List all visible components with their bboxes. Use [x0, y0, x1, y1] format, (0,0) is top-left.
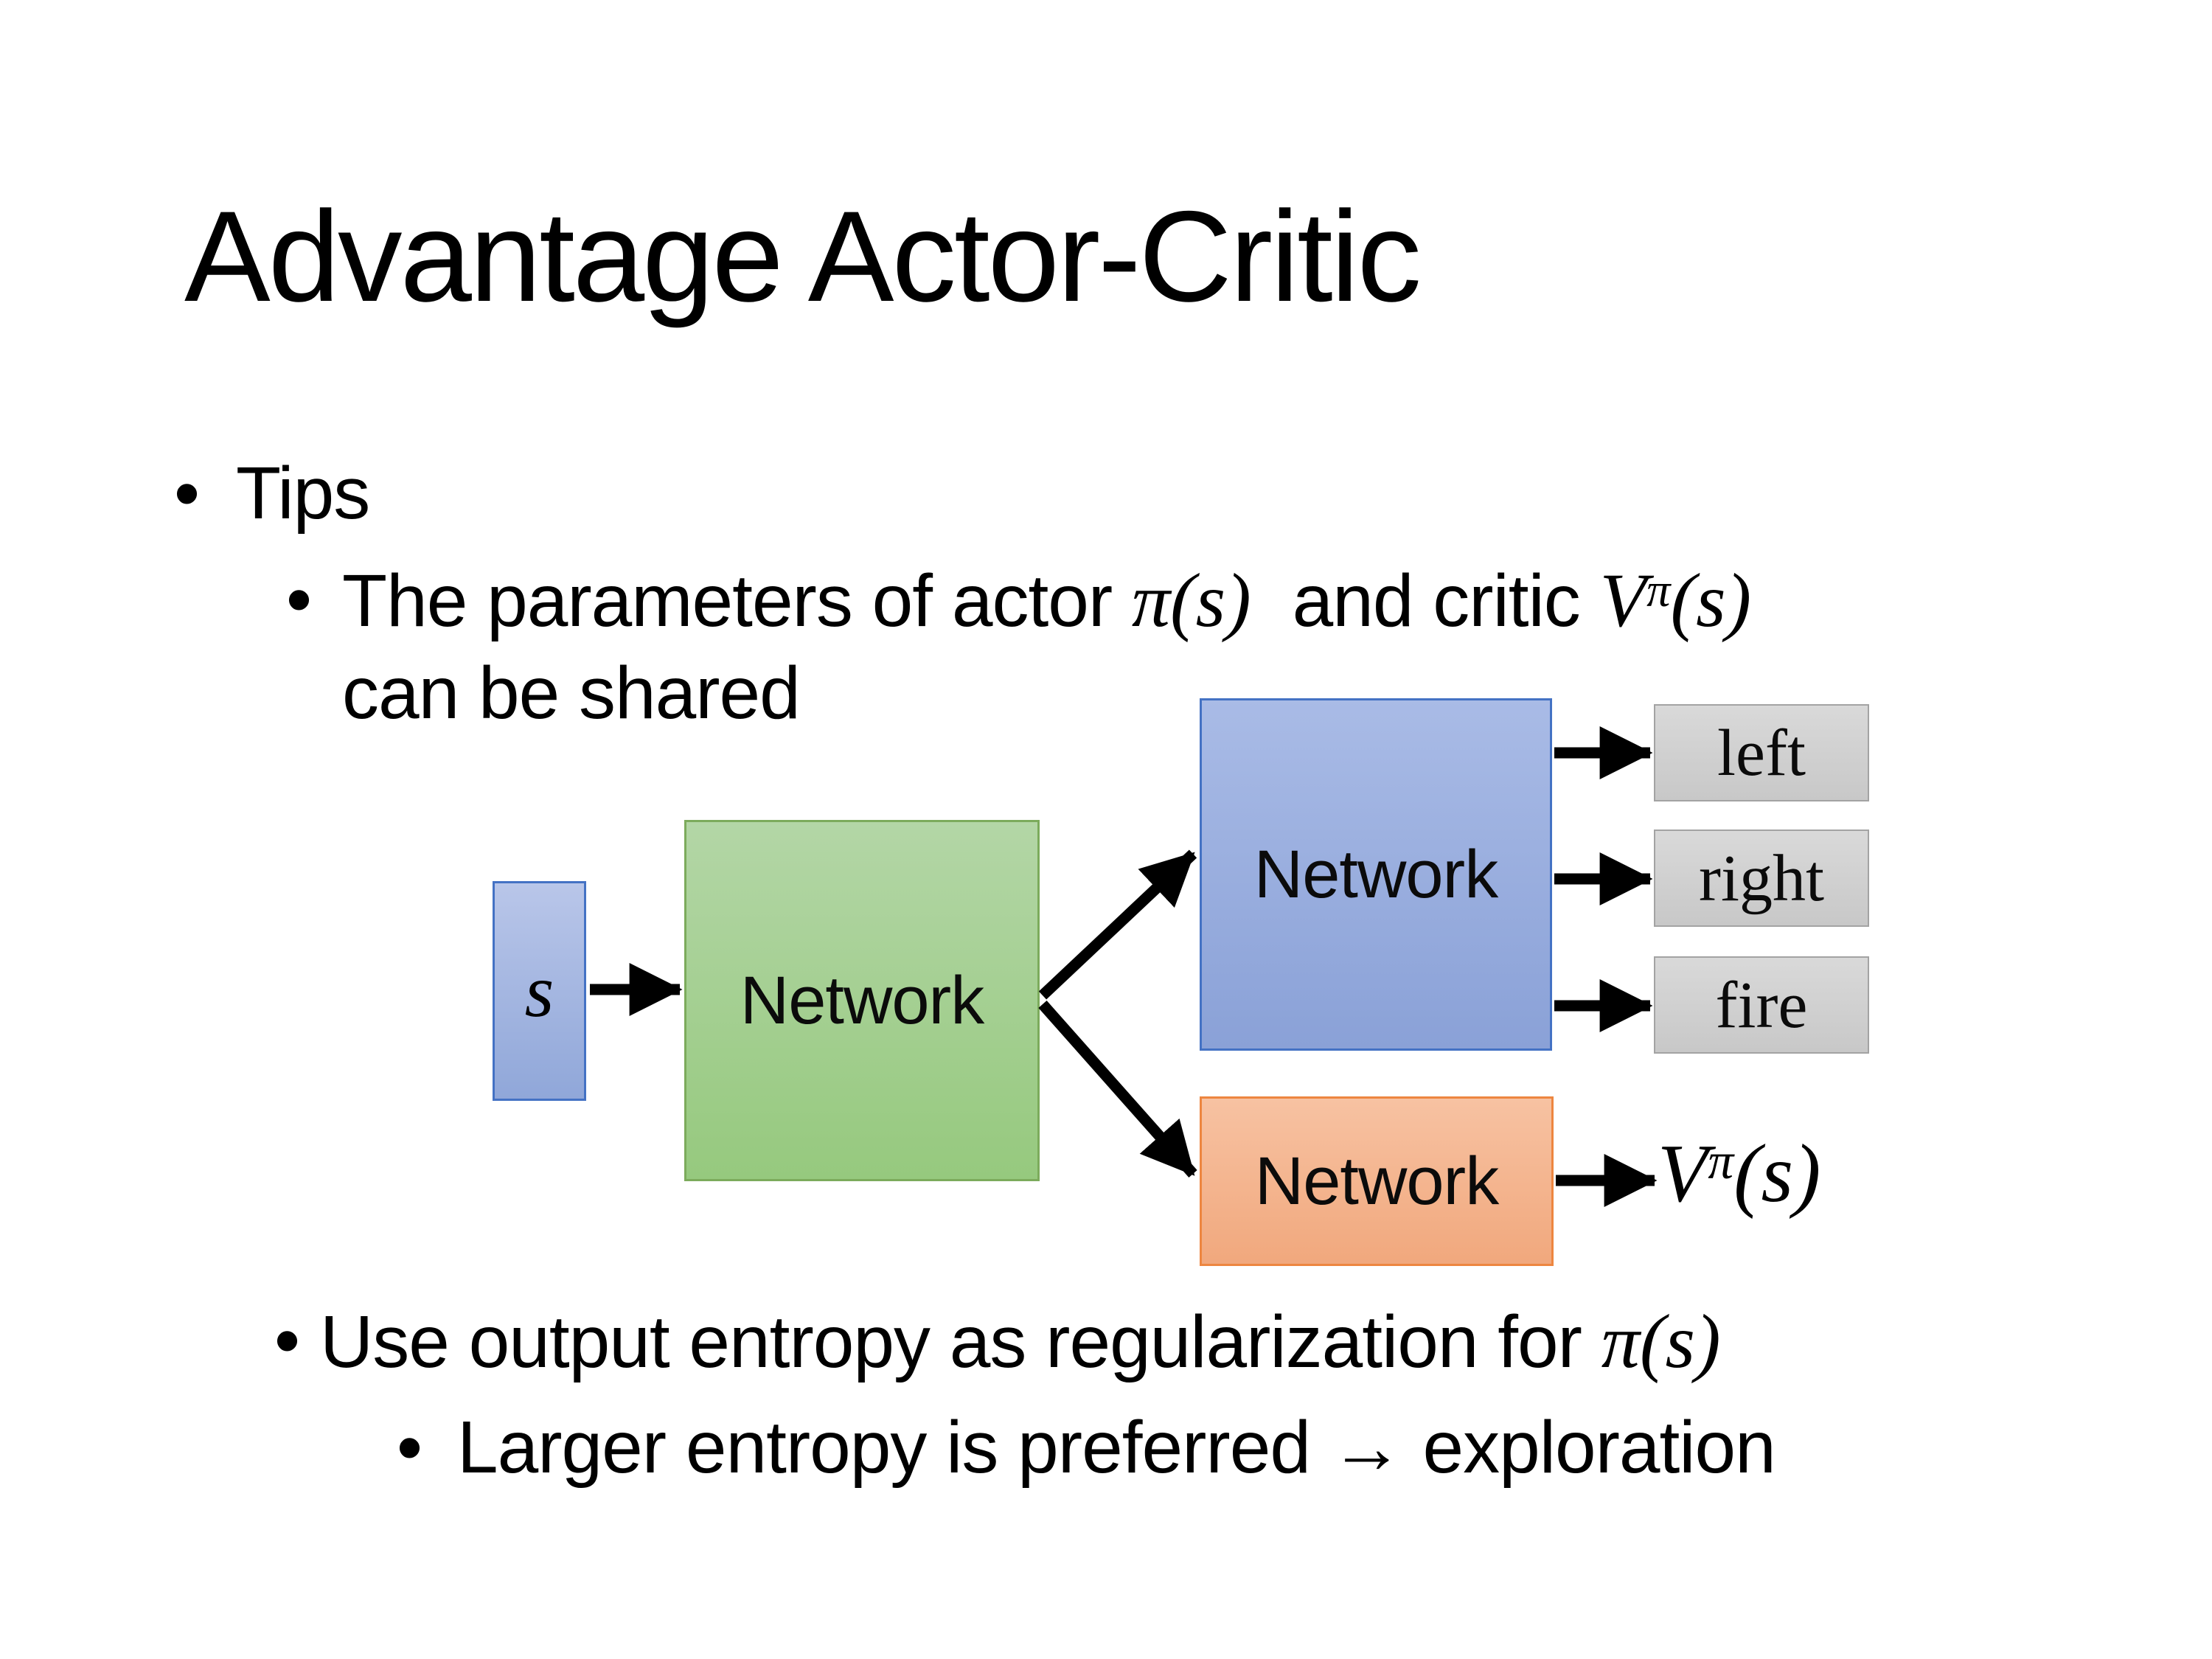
- bullet-exploration: • Larger entropy is preferred → explorat…: [397, 1402, 1776, 1492]
- bullet-entropy-regularization: • Use output entropy as regularization f…: [274, 1295, 1721, 1389]
- exploration-text: Larger entropy is preferred → exploratio…: [457, 1406, 1776, 1489]
- tips-label: Tips: [236, 452, 370, 535]
- policy-math: π(s): [1601, 1299, 1721, 1384]
- value-args: (s): [1670, 558, 1752, 643]
- value-sup: π: [1708, 1133, 1734, 1190]
- value-output-label: Vπ(s): [1658, 1127, 1820, 1222]
- action-label-right: right: [1699, 841, 1824, 915]
- shared-line1-pre: The parameters of actor: [342, 560, 1132, 642]
- bullet-dot: •: [397, 1406, 422, 1489]
- critic-network-label: Network: [1254, 1143, 1499, 1219]
- state-input-box: s: [493, 881, 586, 1101]
- state-label: s: [524, 949, 554, 1033]
- bullet-dot: •: [174, 452, 200, 535]
- actor-network-box: Network: [1200, 698, 1552, 1051]
- bullet-dot: •: [286, 558, 312, 641]
- shared-network-box: Network: [684, 820, 1040, 1181]
- shared-parameters-text: The parameters of actor π(s) and critic …: [342, 554, 1751, 738]
- shared-line2: can be shared: [342, 651, 801, 734]
- value-base: V: [1658, 1128, 1708, 1220]
- shared-line1-mid: and critic: [1272, 560, 1600, 642]
- value-base: V: [1599, 558, 1647, 643]
- bullet-tips: • Tips: [174, 448, 370, 538]
- arrow-shared-to-actor: [1038, 849, 1197, 1000]
- slide-title: Advantage Actor-Critic: [184, 185, 1422, 329]
- critic-value-math: Vπ(s): [1600, 558, 1752, 643]
- entropy-text: Use output entropy as regularization for…: [320, 1295, 1721, 1389]
- actor-policy-math: π(s): [1131, 558, 1251, 643]
- action-box-right: right: [1654, 830, 1869, 927]
- critic-network-box: Network: [1200, 1096, 1554, 1266]
- shared-network-label: Network: [740, 962, 984, 1038]
- bullet-shared-parameters: • The parameters of actor π(s) and criti…: [286, 554, 1751, 738]
- action-box-left: left: [1654, 704, 1869, 801]
- action-box-fire: fire: [1654, 956, 1869, 1054]
- action-label-fire: fire: [1715, 968, 1808, 1042]
- action-label-left: left: [1717, 716, 1806, 790]
- value-args: (s): [1733, 1128, 1821, 1220]
- actor-network-label: Network: [1253, 836, 1498, 912]
- bullet-dot: •: [274, 1299, 300, 1382]
- entropy-pre: Use output entropy as regularization for: [320, 1301, 1601, 1383]
- value-sup: π: [1646, 563, 1671, 616]
- arrow-shared-to-critic: [1038, 1001, 1197, 1178]
